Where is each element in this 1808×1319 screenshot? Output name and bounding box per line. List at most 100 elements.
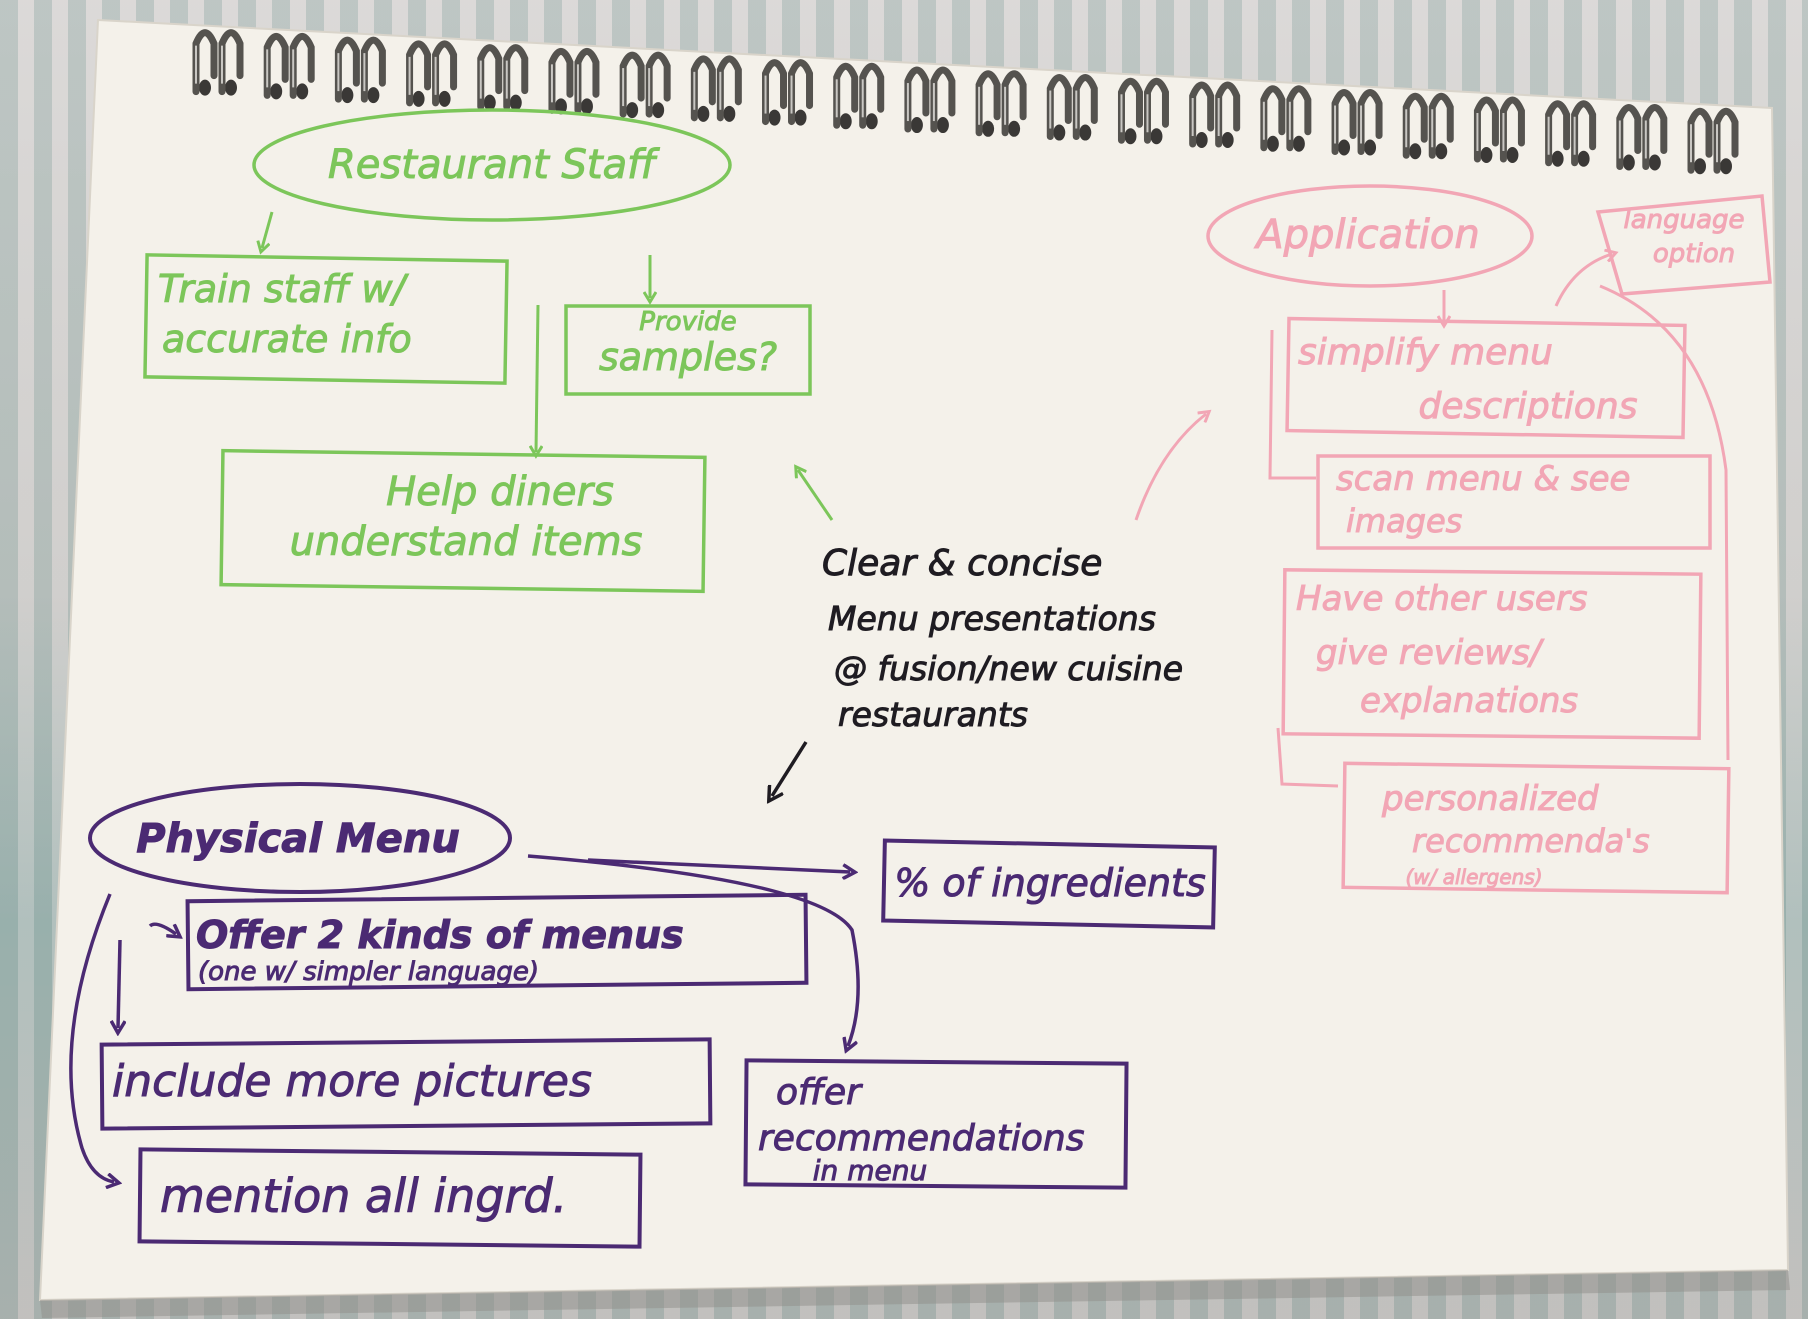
scan-menu-text-2: images xyxy=(1346,502,1462,540)
binding-hole xyxy=(768,109,781,126)
center-text-3: @ fusion/new cuisine xyxy=(834,649,1183,688)
binding-hole xyxy=(1577,150,1590,167)
binding-hole xyxy=(936,117,949,134)
binding-hole xyxy=(865,113,878,130)
binding-ring xyxy=(1571,100,1597,167)
binding-ring xyxy=(619,51,645,118)
physical-menu-cluster: Physical Menu % of ingredients Offer 2 k… xyxy=(69,782,1217,1249)
language-option-box xyxy=(1595,194,1772,296)
binding-ring xyxy=(1189,81,1215,148)
binding-hole xyxy=(839,113,852,130)
menu-to-offer-arrow xyxy=(148,922,176,934)
binding-ring xyxy=(1215,81,1241,148)
binding-hole xyxy=(910,117,923,134)
menu-title-bubble xyxy=(88,782,512,894)
scan-menu-text-1: scan menu & see xyxy=(1336,459,1630,499)
center-to-menu-arrow xyxy=(772,741,808,796)
binding-ring xyxy=(1642,104,1668,170)
train-staff-text-2: accurate info xyxy=(162,317,412,361)
staff-title: Restaurant Staff xyxy=(328,142,660,188)
binding-hole xyxy=(1622,154,1635,171)
binding-hole xyxy=(1506,146,1519,163)
user-reviews-text-3: explanations xyxy=(1360,681,1578,721)
menu-to-pictures-arrow xyxy=(118,939,120,1028)
binding-ring xyxy=(788,59,814,126)
samples-box xyxy=(564,304,812,396)
binding-hole xyxy=(1150,128,1163,145)
help-diners-text-2: understand items xyxy=(290,519,643,565)
binding-hole xyxy=(1364,139,1377,156)
personalized-text-3: (w/ allergens) xyxy=(1405,865,1542,889)
binding-ring xyxy=(1499,96,1525,163)
binding-ring xyxy=(360,36,386,103)
binding-ring xyxy=(289,33,315,99)
binding-ring xyxy=(1072,74,1098,141)
binding-ring xyxy=(1331,89,1357,156)
binding-ring xyxy=(1260,85,1286,152)
menu-to-percent-arrow xyxy=(587,858,850,872)
binding-hole xyxy=(1008,120,1021,137)
simplify-menu-text-1: simplify menu xyxy=(1298,332,1553,373)
binding-ring xyxy=(334,36,360,103)
scan-menu-box xyxy=(1316,454,1712,550)
samples-small-text: Provide xyxy=(639,307,736,337)
spiral-binding xyxy=(192,29,1739,175)
train-staff-box xyxy=(143,253,509,385)
simplify-menu-box xyxy=(1285,316,1687,440)
recommendations-box xyxy=(743,1058,1129,1190)
menu-title: Physical Menu xyxy=(136,816,460,862)
percent-ingredients-text: % of ingredients xyxy=(894,861,1206,905)
binding-ring xyxy=(716,55,742,122)
binding-hole xyxy=(199,79,211,96)
recommendations-text-2: recommendations xyxy=(758,1118,1085,1159)
help-diners-text-1: Help diners xyxy=(386,469,614,515)
language-option-text-2: option xyxy=(1653,239,1735,269)
personalized-box xyxy=(1341,761,1731,895)
binding-hole xyxy=(296,83,309,100)
binding-ring xyxy=(904,66,930,133)
center-text-4: restaurants xyxy=(838,695,1028,734)
binding-hole xyxy=(1124,128,1137,145)
user-reviews-box xyxy=(1281,568,1703,740)
binding-ring xyxy=(1357,89,1383,156)
personalized-text-2: recommenda's xyxy=(1412,822,1650,860)
binding-hole xyxy=(483,94,496,111)
binding-hole xyxy=(1720,158,1732,175)
menu-to-rec-arrow xyxy=(527,854,860,1046)
binding-ring xyxy=(1402,92,1428,159)
percent-ingredients-box xyxy=(881,838,1217,930)
binding-ring xyxy=(1117,77,1143,144)
center-text-2: Menu presentations xyxy=(828,599,1156,638)
binding-hole xyxy=(982,120,995,137)
menu-to-mention-arrow xyxy=(69,893,114,1182)
center-text-1: Clear & concise xyxy=(822,543,1102,584)
center-to-staff-arrow xyxy=(798,470,834,521)
binding-ring xyxy=(1143,77,1169,144)
binding-ring xyxy=(1616,104,1642,170)
binding-hole xyxy=(412,90,425,107)
help-diners-box xyxy=(219,448,707,594)
binding-hole xyxy=(626,102,639,119)
staff-arrow-train xyxy=(262,211,274,248)
binding-hole xyxy=(697,105,710,122)
binding-hole xyxy=(1221,132,1234,149)
binding-hole xyxy=(1079,124,1092,141)
binding-hole xyxy=(1648,154,1661,171)
recommendations-text-1: offer xyxy=(776,1072,863,1113)
binding-ring xyxy=(975,70,1001,137)
personalized-text-1: personalized xyxy=(1381,779,1599,819)
binding-ring xyxy=(1687,107,1713,174)
staff-title-bubble xyxy=(252,108,732,222)
binding-hole xyxy=(1409,143,1422,160)
samples-text: samples? xyxy=(599,335,777,379)
binding-ring xyxy=(263,33,289,99)
user-reviews-text-1: Have other users xyxy=(1296,579,1588,619)
binding-hole xyxy=(1053,124,1066,141)
binding-hole xyxy=(367,87,380,104)
binding-ring xyxy=(859,62,885,129)
binding-ring xyxy=(1286,85,1312,152)
binding-ring xyxy=(645,51,671,118)
binding-hole xyxy=(580,98,593,115)
center-to-app-arrow xyxy=(1134,414,1206,521)
